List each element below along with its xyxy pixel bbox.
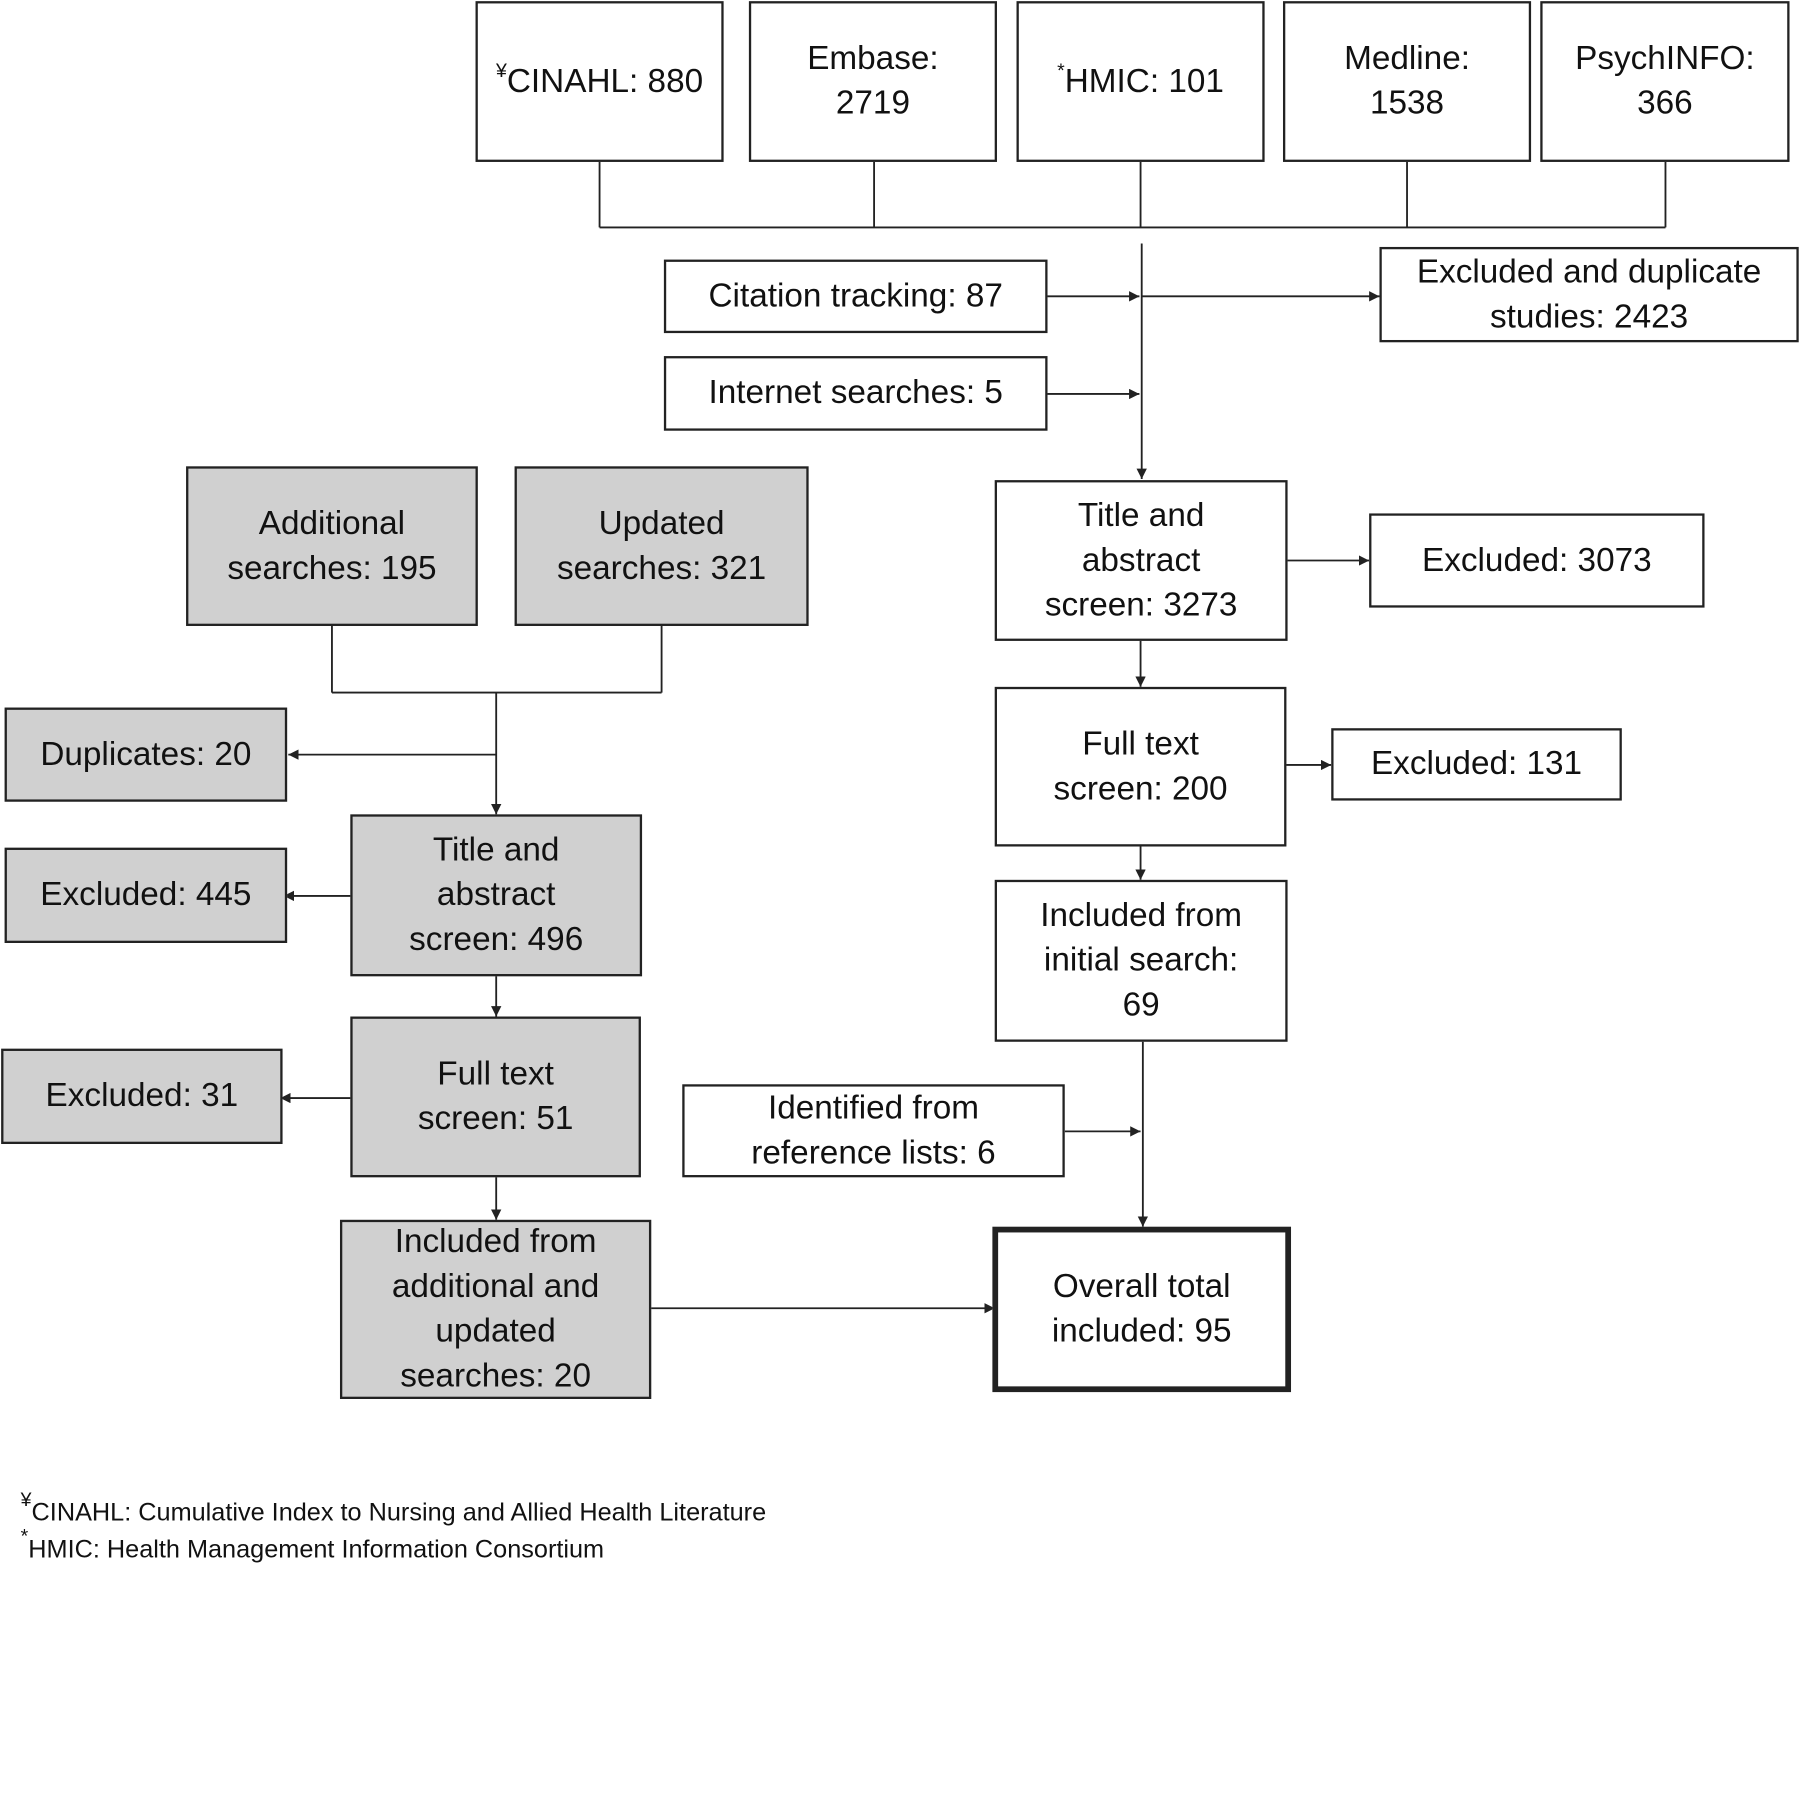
medline-box: Medline: 1538 xyxy=(1282,1,1532,162)
additional-full-text-box: Full text screen: 51 xyxy=(350,1016,641,1178)
full-text-screen-box: Full text screen: 200 xyxy=(994,686,1287,847)
citation-tracking-box: Citation tracking: 87 xyxy=(663,259,1048,334)
cinahl-mark: ¥ xyxy=(495,59,507,81)
excluded-31-box: Excluded: 31 xyxy=(1,1048,283,1145)
database-merge-line xyxy=(598,160,1667,229)
excluded-duplicates-box: Excluded and duplicate studies: 2423 xyxy=(1379,246,1799,343)
cinahl-box: ¥CINAHL: 880 xyxy=(475,1,724,162)
excluded-445-box: Excluded: 445 xyxy=(4,847,288,944)
additional-searches-box: Additional searches: 195 xyxy=(186,466,478,626)
footnote-cinahl-text: CINAHL: Cumulative Index to Nursing and … xyxy=(31,1497,767,1527)
excluded-131-box: Excluded: 131 xyxy=(1331,728,1622,801)
footnote-cinahl-mark: ¥ xyxy=(20,1488,32,1511)
included-initial-box: Included from initial search: 69 xyxy=(994,879,1288,1042)
hmic-mark: * xyxy=(1057,59,1065,81)
title-abstract-screen-box: Title and abstract screen: 3273 xyxy=(994,480,1288,641)
footnote-hmic-text: HMIC: Health Management Information Cons… xyxy=(28,1534,605,1564)
internet-searches-box: Internet searches: 5 xyxy=(663,356,1048,431)
duplicates-box: Duplicates: 20 xyxy=(4,707,288,802)
overall-total-box: Overall total included: 95 xyxy=(992,1226,1292,1393)
connector-lines xyxy=(280,160,1667,1314)
hmic-label: HMIC: 101 xyxy=(1064,62,1224,100)
additional-merge-line xyxy=(331,623,663,694)
reference-lists-box: Identified from reference lists: 6 xyxy=(682,1084,1065,1178)
cinahl-label: CINAHL: 880 xyxy=(506,62,704,100)
footnote-hmic: *HMIC: Health Management Information Con… xyxy=(21,1526,605,1565)
included-additional-box: Included from additional and updated sea… xyxy=(339,1219,652,1399)
additional-title-abstract-box: Title and abstract screen: 496 xyxy=(350,814,643,977)
footnote-cinahl: ¥CINAHL: Cumulative Index to Nursing and… xyxy=(21,1490,767,1528)
updated-searches-box: Updated searches: 321 xyxy=(514,466,809,626)
embase-box: Embase: 2719 xyxy=(748,1,997,162)
excluded-3073-box: Excluded: 3073 xyxy=(1369,513,1705,608)
hmic-box: *HMIC: 101 xyxy=(1016,1,1265,162)
footnote-hmic-mark: * xyxy=(20,1525,29,1548)
psychinfo-box: PsychINFO: 366 xyxy=(1540,1,1790,162)
